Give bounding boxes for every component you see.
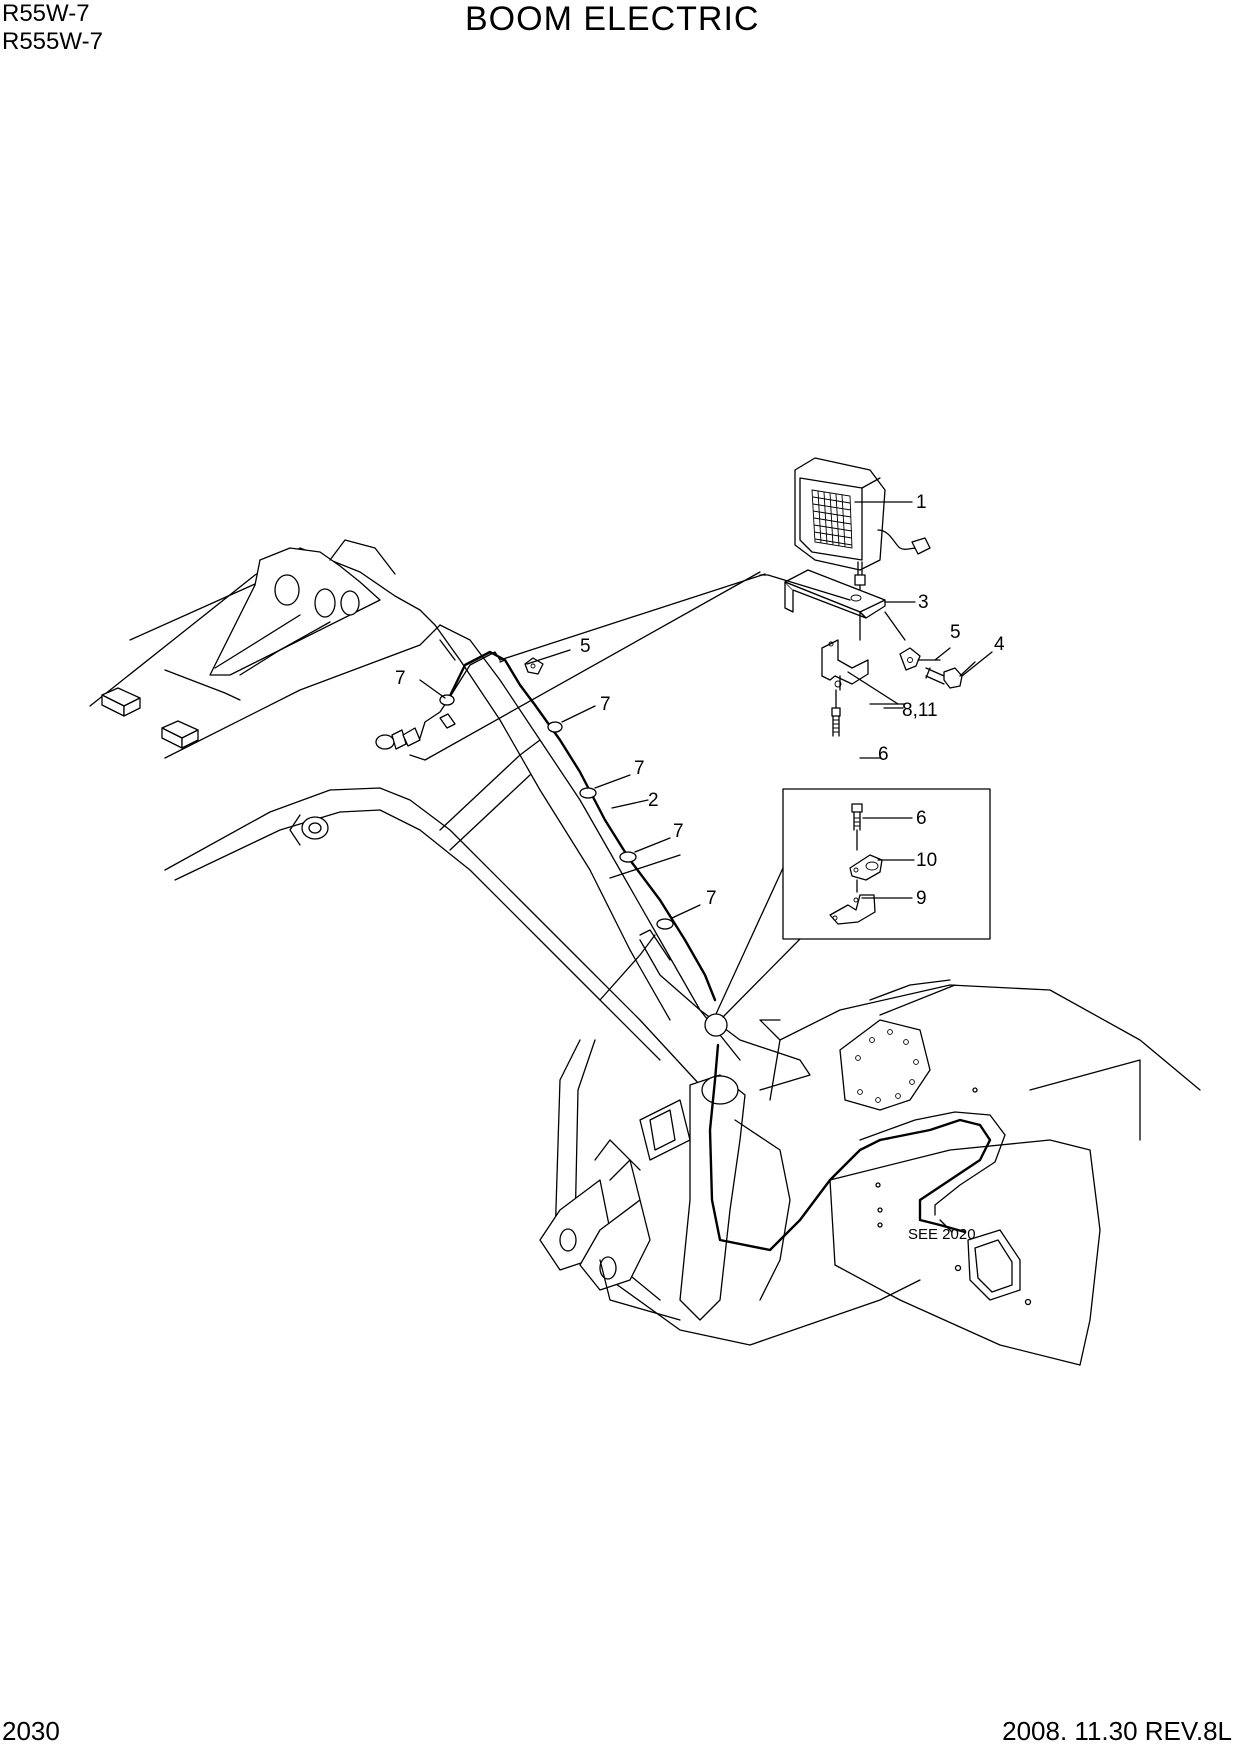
callout-6-detail: 6: [916, 808, 927, 829]
callout-2: 2: [648, 790, 659, 811]
page-number: 2030: [2, 1716, 60, 1746]
callout-7-b: 7: [600, 694, 611, 715]
lamp-bracket: [784, 569, 886, 641]
bolt-item-6: [831, 689, 841, 737]
callout-1: 1: [916, 492, 927, 513]
callout-6-lower: 6: [878, 744, 889, 765]
harness-clips: [439, 694, 674, 930]
work-lamp: [794, 457, 931, 597]
upper-frame: [759, 979, 1201, 1366]
leader-lines: [409, 501, 993, 1233]
model-label-r55w-7: R55W-7: [2, 0, 90, 27]
detail-circle-marker: [704, 1013, 728, 1037]
mount-plate: [821, 639, 869, 691]
boom-harness: [439, 639, 1006, 1252]
revision-label: 2008. 11.30 REV.8L: [1002, 1716, 1232, 1746]
page-title: BOOM ELECTRIC: [465, 0, 760, 38]
callout-7-e: 7: [706, 888, 717, 909]
boom: [89, 539, 811, 1091]
bolt-item-4: [925, 661, 976, 689]
detail-box: [715, 788, 991, 1018]
reference-note: SEE 2020: [908, 1226, 976, 1243]
model-label-r555w-7: R555W-7: [2, 28, 103, 55]
callout-10: 10: [916, 850, 937, 871]
callout-7-a: 7: [395, 668, 406, 689]
callout-4: 4: [994, 634, 1005, 655]
callout-8-11: 8,11: [902, 700, 938, 721]
callout-5-left: 5: [580, 636, 591, 657]
boom-pad-upper: [101, 687, 141, 717]
lamp-grille: [811, 489, 853, 549]
callout-3: 3: [918, 592, 929, 613]
callout-5-right: 5: [950, 622, 961, 643]
callout-7-c: 7: [634, 758, 645, 779]
clip-item-5-right: [884, 611, 941, 671]
boom-connector: [375, 651, 501, 750]
callout-7-d: 7: [673, 821, 684, 842]
boom-pad-lower: [161, 720, 199, 749]
clip-item-5-left: [524, 657, 544, 675]
callout-9: 9: [916, 888, 927, 909]
callouts: 1 2 3 4 5 5 6 6 7 7 7 7 7 8,11 9 10 SEE …: [395, 492, 1005, 1243]
